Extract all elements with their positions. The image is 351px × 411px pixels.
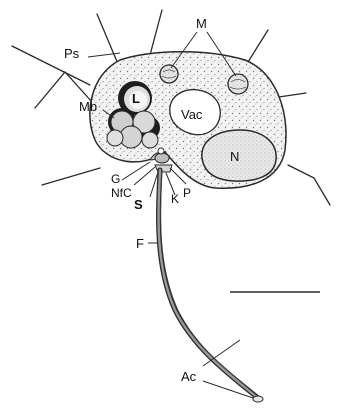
pseudopod-right-lower [288, 165, 330, 205]
mitochondrion-right [228, 74, 248, 94]
label-G: G [111, 172, 120, 186]
pseudopod-top-right [248, 30, 268, 62]
label-Ps: Ps [64, 46, 80, 61]
label-L: L [132, 91, 140, 106]
label-S: S [134, 197, 143, 212]
mitochondrion-left [160, 65, 178, 83]
label-Mb: Mb [79, 99, 97, 114]
label-F: F [136, 236, 144, 251]
label-K: K [171, 192, 179, 206]
pseudopod-top-left [97, 14, 118, 64]
pseudopod-top [150, 10, 162, 55]
pseudopod-left-bottom [42, 168, 100, 185]
label-M: M [196, 16, 207, 31]
leader-G [122, 162, 150, 180]
label-Vac: Vac [181, 107, 203, 122]
label-N: N [230, 149, 239, 164]
label-Ac: Ac [181, 369, 197, 384]
label-P: P [183, 186, 191, 200]
label-NfC: NfC [111, 186, 132, 200]
